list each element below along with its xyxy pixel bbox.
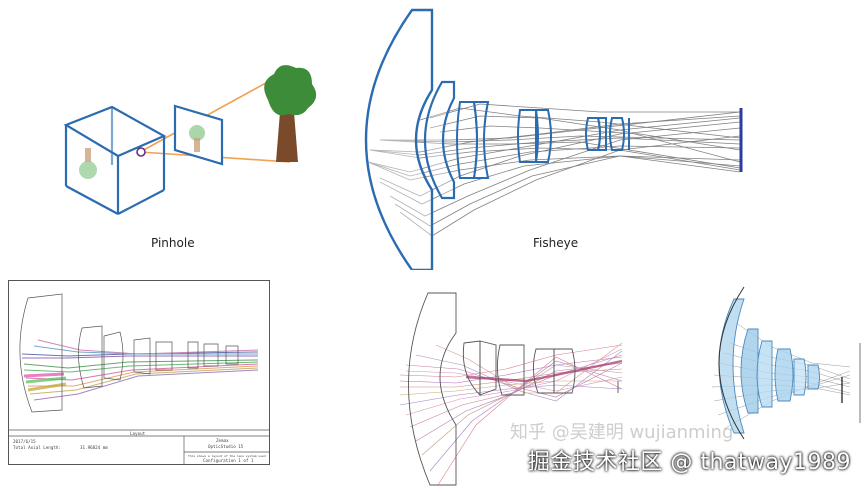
fisheye-rays [367, 103, 741, 237]
image-plane [173, 104, 224, 166]
zemax-length-label: Total Axial Length: [13, 445, 61, 450]
zemax-length-value: 31.96824 mm [80, 445, 108, 450]
tree-object [264, 65, 317, 162]
pinhole-diagram [63, 65, 317, 215]
ray-trace-lens-outlines [408, 292, 619, 486]
zemax-note: This shows a layout of the lens system u… [188, 454, 266, 458]
fisheye-lens-diagram [364, 8, 743, 270]
zhihu-watermark: 知乎 @吴建明 wujianming [510, 422, 734, 443]
pinhole-aperture [136, 147, 146, 157]
fisheye-rear-group [585, 117, 630, 151]
zemax-vendor: Zemax [216, 438, 229, 443]
blue-lens-elements [718, 298, 820, 434]
blue-element-lens-diagram [711, 286, 861, 440]
zemax-bright-rays [23, 372, 67, 392]
zemax-configuration: Configuration 1 of 1 [203, 458, 254, 463]
zemax-product: OpticStudio 15 [208, 444, 244, 449]
fisheye-caption: Fisheye [533, 236, 579, 250]
ray-trace-fan [399, 342, 623, 486]
zemax-date: 2017/6/15 [13, 439, 36, 444]
colored-ray-trace-diagram [399, 292, 623, 486]
zemax-title: Layout [130, 431, 146, 436]
pinhole-camera-box [63, 105, 167, 215]
pinhole-caption: Pinhole [151, 236, 195, 250]
juejin-watermark: 掘金技术社区 @ thatway1989 [527, 450, 851, 475]
fisheye-doublet-group [456, 101, 490, 179]
inverted-tree-image [79, 148, 97, 179]
zemax-lens-outlines [19, 293, 239, 413]
fisheye-middle-group [517, 109, 552, 163]
zemax-layout-print: Layout 2017/6/15 Total Axial Length: 31.… [8, 280, 270, 465]
fisheye-second-element [423, 80, 456, 200]
blue-lens-outer-arc [718, 286, 745, 440]
ray-trace-thick-bundle [465, 359, 623, 383]
fisheye-front-element [364, 8, 434, 270]
